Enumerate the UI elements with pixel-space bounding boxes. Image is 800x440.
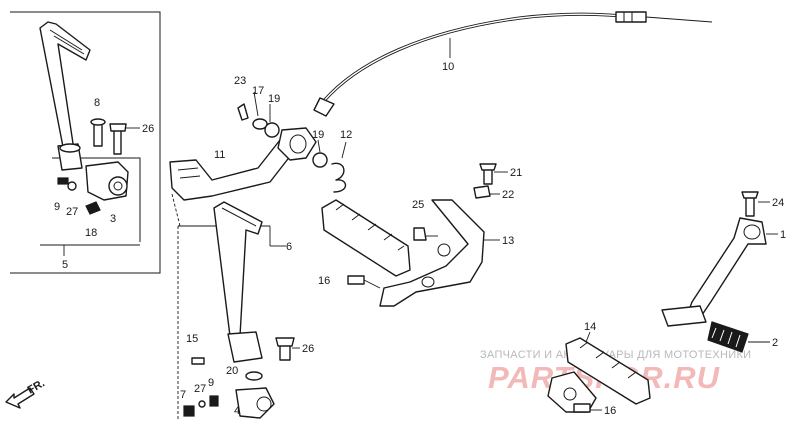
cable-end: [313, 97, 335, 117]
assembly-frame: [10, 11, 161, 274]
collar-19b: [312, 152, 328, 168]
callout-13: 13: [502, 235, 514, 247]
front-label: FR.: [26, 377, 47, 396]
sub-assembly-frame: [52, 157, 141, 242]
washer-27b: [198, 400, 206, 408]
shift-arm: [235, 387, 275, 419]
callout-17: 17: [252, 85, 264, 97]
callout-9a: 9: [54, 201, 60, 213]
callout-25: 25: [412, 199, 424, 211]
callout-19a: 19: [268, 93, 280, 105]
callout-16a: 16: [318, 275, 330, 287]
callout-14: 14: [584, 321, 596, 333]
rear-footpeg: [565, 337, 651, 405]
callout-24: 24: [772, 197, 784, 209]
nut: [183, 405, 195, 417]
pinch-bolt: [113, 127, 122, 155]
clip: [85, 201, 101, 215]
callout-27a: 27: [66, 206, 78, 218]
small-washer: [67, 181, 77, 191]
footpeg-bracket-assembly: 25 13 16 21 22: [318, 163, 522, 307]
callout-5: 5: [62, 259, 68, 271]
rear-footpeg-assembly: 14 16: [547, 321, 651, 417]
callout-15: 15: [186, 333, 198, 345]
washer-20: [245, 371, 263, 381]
front-arrow-icon: [5, 387, 35, 409]
callout-27b: 27: [194, 383, 206, 395]
callout-1: 1: [780, 229, 786, 241]
bolt-25: [413, 227, 427, 241]
callout-18: 18: [85, 227, 97, 239]
callout-10: 10: [442, 61, 454, 73]
pedal-rubber: [707, 321, 749, 353]
nut-22: [473, 185, 491, 199]
callout-12: 12: [340, 129, 352, 141]
callout-16b: 16: [604, 405, 616, 417]
callout-22: 22: [502, 189, 514, 201]
callout-21: 21: [510, 167, 522, 179]
callout-20: 20: [226, 365, 238, 377]
callout-2: 2: [772, 337, 778, 349]
pin-9b: [209, 395, 219, 407]
callout-7: 7: [180, 389, 186, 401]
footpeg-bracket: [379, 199, 485, 307]
collar-19a: [264, 122, 280, 138]
callout-26a: 26: [142, 123, 154, 135]
cable-adjuster: [615, 11, 647, 23]
callout-11: 11: [214, 149, 225, 161]
callout-19b: 19: [312, 129, 324, 141]
callout-9b: 9: [208, 377, 214, 389]
bolt-16b: [573, 403, 591, 413]
callout-26b: 26: [302, 343, 314, 355]
pedal-shaft: [661, 305, 707, 327]
kickstarter-assembly: 8 26 9 27 3 18 5: [10, 11, 161, 274]
pedal-clamp: [227, 331, 263, 363]
bolt-24: [745, 195, 755, 217]
callout-4: 4: [234, 405, 240, 417]
bolt-15: [191, 357, 205, 365]
bolt-16a: [347, 275, 365, 285]
callout-8: 8: [94, 97, 100, 109]
watermark-tagline: ЗАПЧАСТИ И АКСЕССУАРЫ ДЛЯ МОТОТЕХНИКИ: [480, 349, 751, 361]
cotter-pin: [237, 103, 249, 121]
gear-pedal: [213, 201, 263, 337]
spring-pin: [57, 177, 69, 185]
pedal-boss: [277, 127, 317, 161]
kick-arm: [39, 21, 91, 153]
footpeg-rubber: [321, 199, 411, 277]
right-pedal-arm: [685, 217, 767, 319]
callout-23: 23: [234, 75, 246, 87]
right-pedal-assembly: 24 1 2: [661, 191, 786, 353]
front-direction-indicator: FR.: [5, 377, 47, 409]
gearshift-assembly: 6 26 15 20 7 27 9 4: [177, 201, 314, 420]
callout-3: 3: [110, 213, 116, 225]
brake-pedal-assembly: 23 17 19 11 19 12: [169, 75, 352, 227]
control-cable: [316, 12, 642, 110]
cable-assembly: 10: [313, 11, 713, 117]
callout-6: 6: [286, 241, 292, 253]
washer-17: [252, 118, 268, 130]
return-spring: [331, 162, 347, 193]
